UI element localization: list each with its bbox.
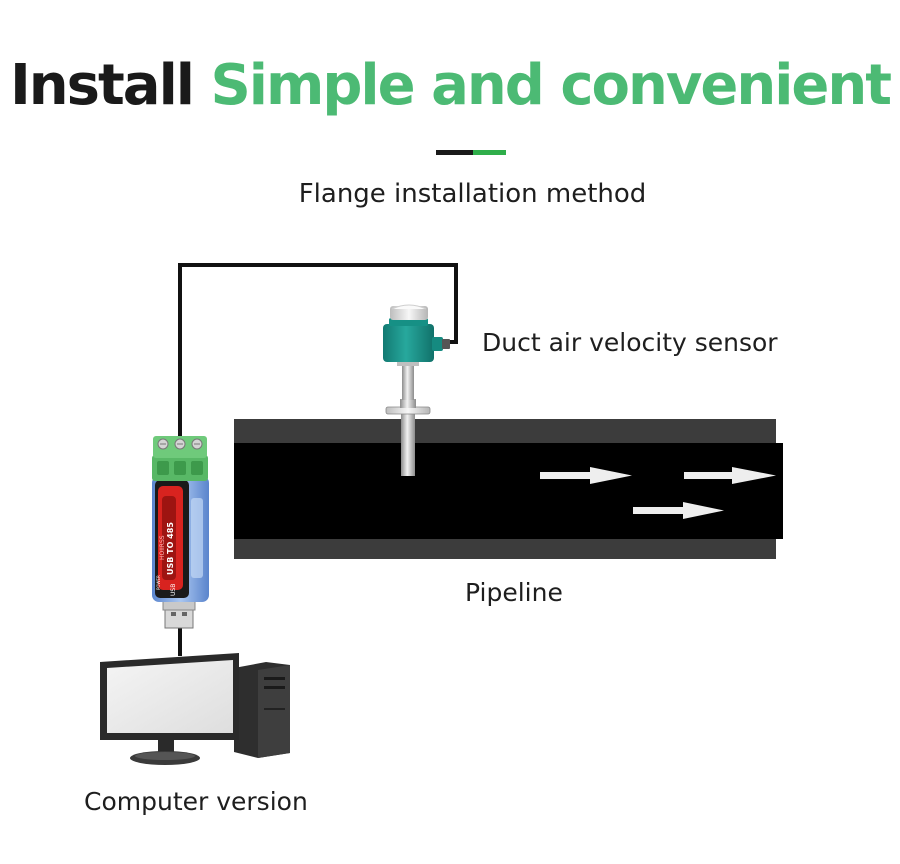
converter-power-text: POWER — [156, 575, 161, 590]
usb-to-485-converter: USB TO 485 HOIIRSS USB POWER — [152, 436, 209, 629]
sensor-label: Duct air velocity sensor — [482, 328, 778, 357]
subtitle: Flange installation method — [298, 179, 647, 209]
title-divider — [436, 150, 506, 155]
title-highlight: Simple and convenient — [210, 53, 892, 118]
pipeline-label: Pipeline — [465, 578, 563, 607]
duct-air-velocity-sensor — [383, 304, 450, 476]
signal-cable — [178, 263, 458, 656]
title-install: Install — [9, 53, 195, 118]
computer-label: Computer version — [84, 787, 308, 816]
airflow-arrow — [684, 467, 776, 484]
computer — [100, 653, 290, 765]
converter-brand: HOIIRSS — [159, 535, 166, 560]
airflow-arrow — [633, 502, 724, 519]
page-title: Install Simple and convenient — [0, 48, 900, 124]
pipeline — [234, 419, 783, 559]
converter-usb-text: USB — [170, 584, 177, 596]
airflow-arrow — [540, 467, 632, 484]
converter-text: USB TO 485 — [166, 522, 175, 575]
